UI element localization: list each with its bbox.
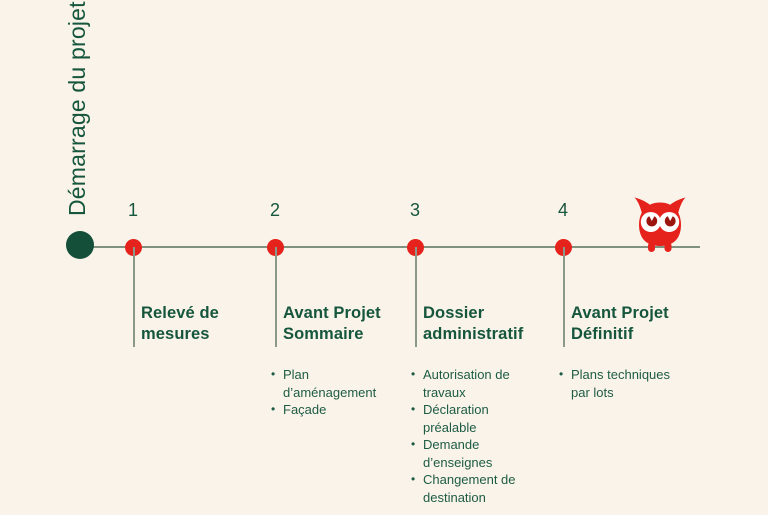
start-dot	[66, 231, 94, 259]
phase-title-2: Avant Projet Sommaire	[283, 304, 381, 344]
timeline-line	[80, 246, 700, 248]
bullet-marker: •	[271, 402, 276, 416]
phase-bullets-4: • Plans techniques par lots	[557, 366, 691, 401]
bullet-item: • Autorisation de travaux	[409, 366, 543, 401]
milestone-number-4: 4	[557, 200, 568, 220]
bullet-marker: •	[411, 472, 416, 486]
connector-line-1	[133, 247, 135, 347]
bullet-item: • Changement de destination	[409, 471, 543, 506]
bullet-item: • Déclaration préalable	[409, 401, 543, 436]
phase-title-3: Dossier administratif	[423, 304, 524, 344]
bullet-item: • Demande d’enseignes	[409, 436, 543, 471]
milestone-number-3: 3	[409, 200, 420, 220]
bullet-marker: •	[411, 367, 416, 381]
bullet-text: Demande d’enseignes	[423, 437, 493, 470]
connector-line-2	[275, 247, 277, 347]
phase-column-2: Avant Projet Sommaire	[283, 303, 405, 346]
milestone-number-1: 1	[127, 200, 138, 220]
milestone-number-2: 2	[269, 200, 280, 220]
bullet-text: Changement de destination	[423, 472, 516, 505]
connector-line-3	[415, 247, 417, 347]
start-label: Démarrage du projet	[64, 1, 90, 216]
bullet-item: • Façade	[269, 401, 403, 419]
bullet-item: • Plan d’aménagement	[269, 366, 403, 401]
bullet-marker: •	[559, 367, 564, 381]
owl-logo-icon	[634, 197, 686, 252]
bullet-marker: •	[411, 437, 416, 451]
bullet-text: Autorisation de travaux	[423, 367, 510, 400]
phase-title-1: Relevé de mesures	[141, 304, 219, 344]
bullet-text: Plan d’aménagement	[283, 367, 377, 400]
bullet-text: Déclaration préalable	[423, 402, 489, 435]
phase-title-4: Avant Projet Définitif	[571, 304, 669, 344]
bullet-item: • Plans techniques par lots	[557, 366, 691, 401]
bullet-marker: •	[411, 402, 416, 416]
phase-bullets-3: • Autorisation de travaux • Déclaration …	[409, 366, 543, 506]
phase-column-1: Relevé de mesures	[141, 303, 263, 346]
connector-line-4	[563, 247, 565, 347]
bullet-text: Façade	[283, 402, 327, 417]
phase-column-4: Avant Projet Définitif	[571, 303, 693, 346]
bullet-marker: •	[271, 367, 276, 381]
bullet-text: Plans techniques par lots	[571, 367, 671, 400]
phase-bullets-2: • Plan d’aménagement • Façade	[269, 366, 403, 419]
phase-column-3: Dossier administratif	[423, 303, 545, 346]
